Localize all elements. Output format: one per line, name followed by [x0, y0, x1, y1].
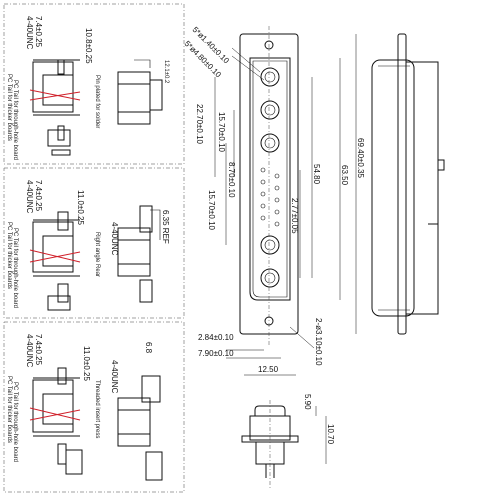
dim-54-80: 54.80	[312, 164, 321, 185]
panel1-dim-a: 7.4±0.25	[34, 16, 43, 48]
panel1-note-1: PC Tail for through-hole board	[12, 80, 18, 160]
panel3-side-dim: 6.8	[144, 342, 153, 354]
panel1-connector-side	[29, 59, 81, 156]
dim-5-90: 5.90	[303, 394, 312, 410]
dim-8-70: 8.70±0.10	[227, 162, 236, 198]
panel3-dim-b: 4-40UNC	[25, 334, 34, 368]
dim-12-50: 12.50	[258, 365, 279, 374]
dim-2-77: 2.77±0.05	[290, 198, 299, 234]
variant-panel-2: 7.4±0.25 4-40UNC 11.0±0.25 PC Tail for t…	[3, 167, 185, 319]
panel2-note-1: PC Tail for through-hole board	[12, 228, 18, 308]
panel2-note-2: PC Tail for thicker boards	[6, 222, 12, 289]
variant-panel-3: 7.4±0.25 4-40UNC 11.0±0.25 PC Tail for t…	[3, 321, 185, 493]
panel2-dim-c: 11.0±0.25	[76, 190, 85, 225]
panel1-note-3: Pin plated for solder	[94, 75, 100, 128]
variant-panel-1: 7.4±0.25 4-40UNC 10.8±0.25 PC Tail for t…	[3, 3, 185, 165]
dim-2-84: 2.84±0.10	[198, 333, 234, 342]
dim-63-50: 63.50	[340, 165, 349, 186]
coax-contacts	[260, 67, 280, 288]
panel1-connector-alt	[117, 59, 163, 125]
panel2-dim-a: 7.4±0.25	[34, 180, 43, 212]
panel3-dim-c: 11.0±0.25	[82, 346, 91, 381]
panel2-note-3: Right angle Rear	[94, 232, 100, 277]
front-view: 5*ø1.40±0.10 5*ø4.80±0.10 22.70±0.10 15.…	[183, 25, 365, 376]
panel3-note-3: Threaded insert press	[94, 380, 100, 438]
dim-mount-holes: 2-ø3.10±0.10	[314, 318, 323, 366]
panel2-side-label: 4-40UNC	[110, 222, 119, 256]
dim-7-90: 7.90±0.10	[198, 349, 234, 358]
panel2-side-dim: 6.35 REF	[161, 210, 170, 244]
panel3-side-label: 4-40UNC	[110, 360, 119, 394]
dim-15-70-a: 15.70±0.10	[217, 112, 226, 153]
dim-22-70: 22.70±0.10	[195, 104, 204, 145]
panel3-connector-alt	[117, 375, 163, 481]
bottom-view: 5.90 10.70	[241, 394, 335, 488]
signal-pins	[260, 167, 280, 227]
panel3-connector-side	[29, 367, 83, 475]
panel3-dim-a: 7.4±0.25	[34, 334, 43, 366]
dim-69-40: 69.40±0.35	[356, 138, 365, 179]
panel1-note-2: PC Tail for thicker boards	[6, 74, 12, 141]
panel2-connector-alt	[117, 205, 161, 303]
dim-hole-dia: 5*ø1.40±0.10	[191, 25, 232, 66]
panel1-dim-c: 10.8±0.25	[84, 28, 93, 64]
side-view	[371, 33, 445, 335]
panel1-side-dim: 12.1±0.2	[163, 60, 169, 84]
front-dimension-lines	[214, 34, 357, 376]
panel3-note-2: PC Tail for thicker boards	[6, 376, 12, 443]
panel2-connector-side	[29, 211, 81, 311]
panel1-dim-b: 4-40UNC	[25, 16, 34, 50]
panel3-note-1: PC Tail for through-hole board	[12, 382, 18, 462]
dim-15-70-b: 15.70±0.10	[207, 190, 216, 231]
panel2-dim-b: 4-40UNC	[25, 180, 34, 214]
dim-10-70: 10.70	[326, 424, 335, 445]
